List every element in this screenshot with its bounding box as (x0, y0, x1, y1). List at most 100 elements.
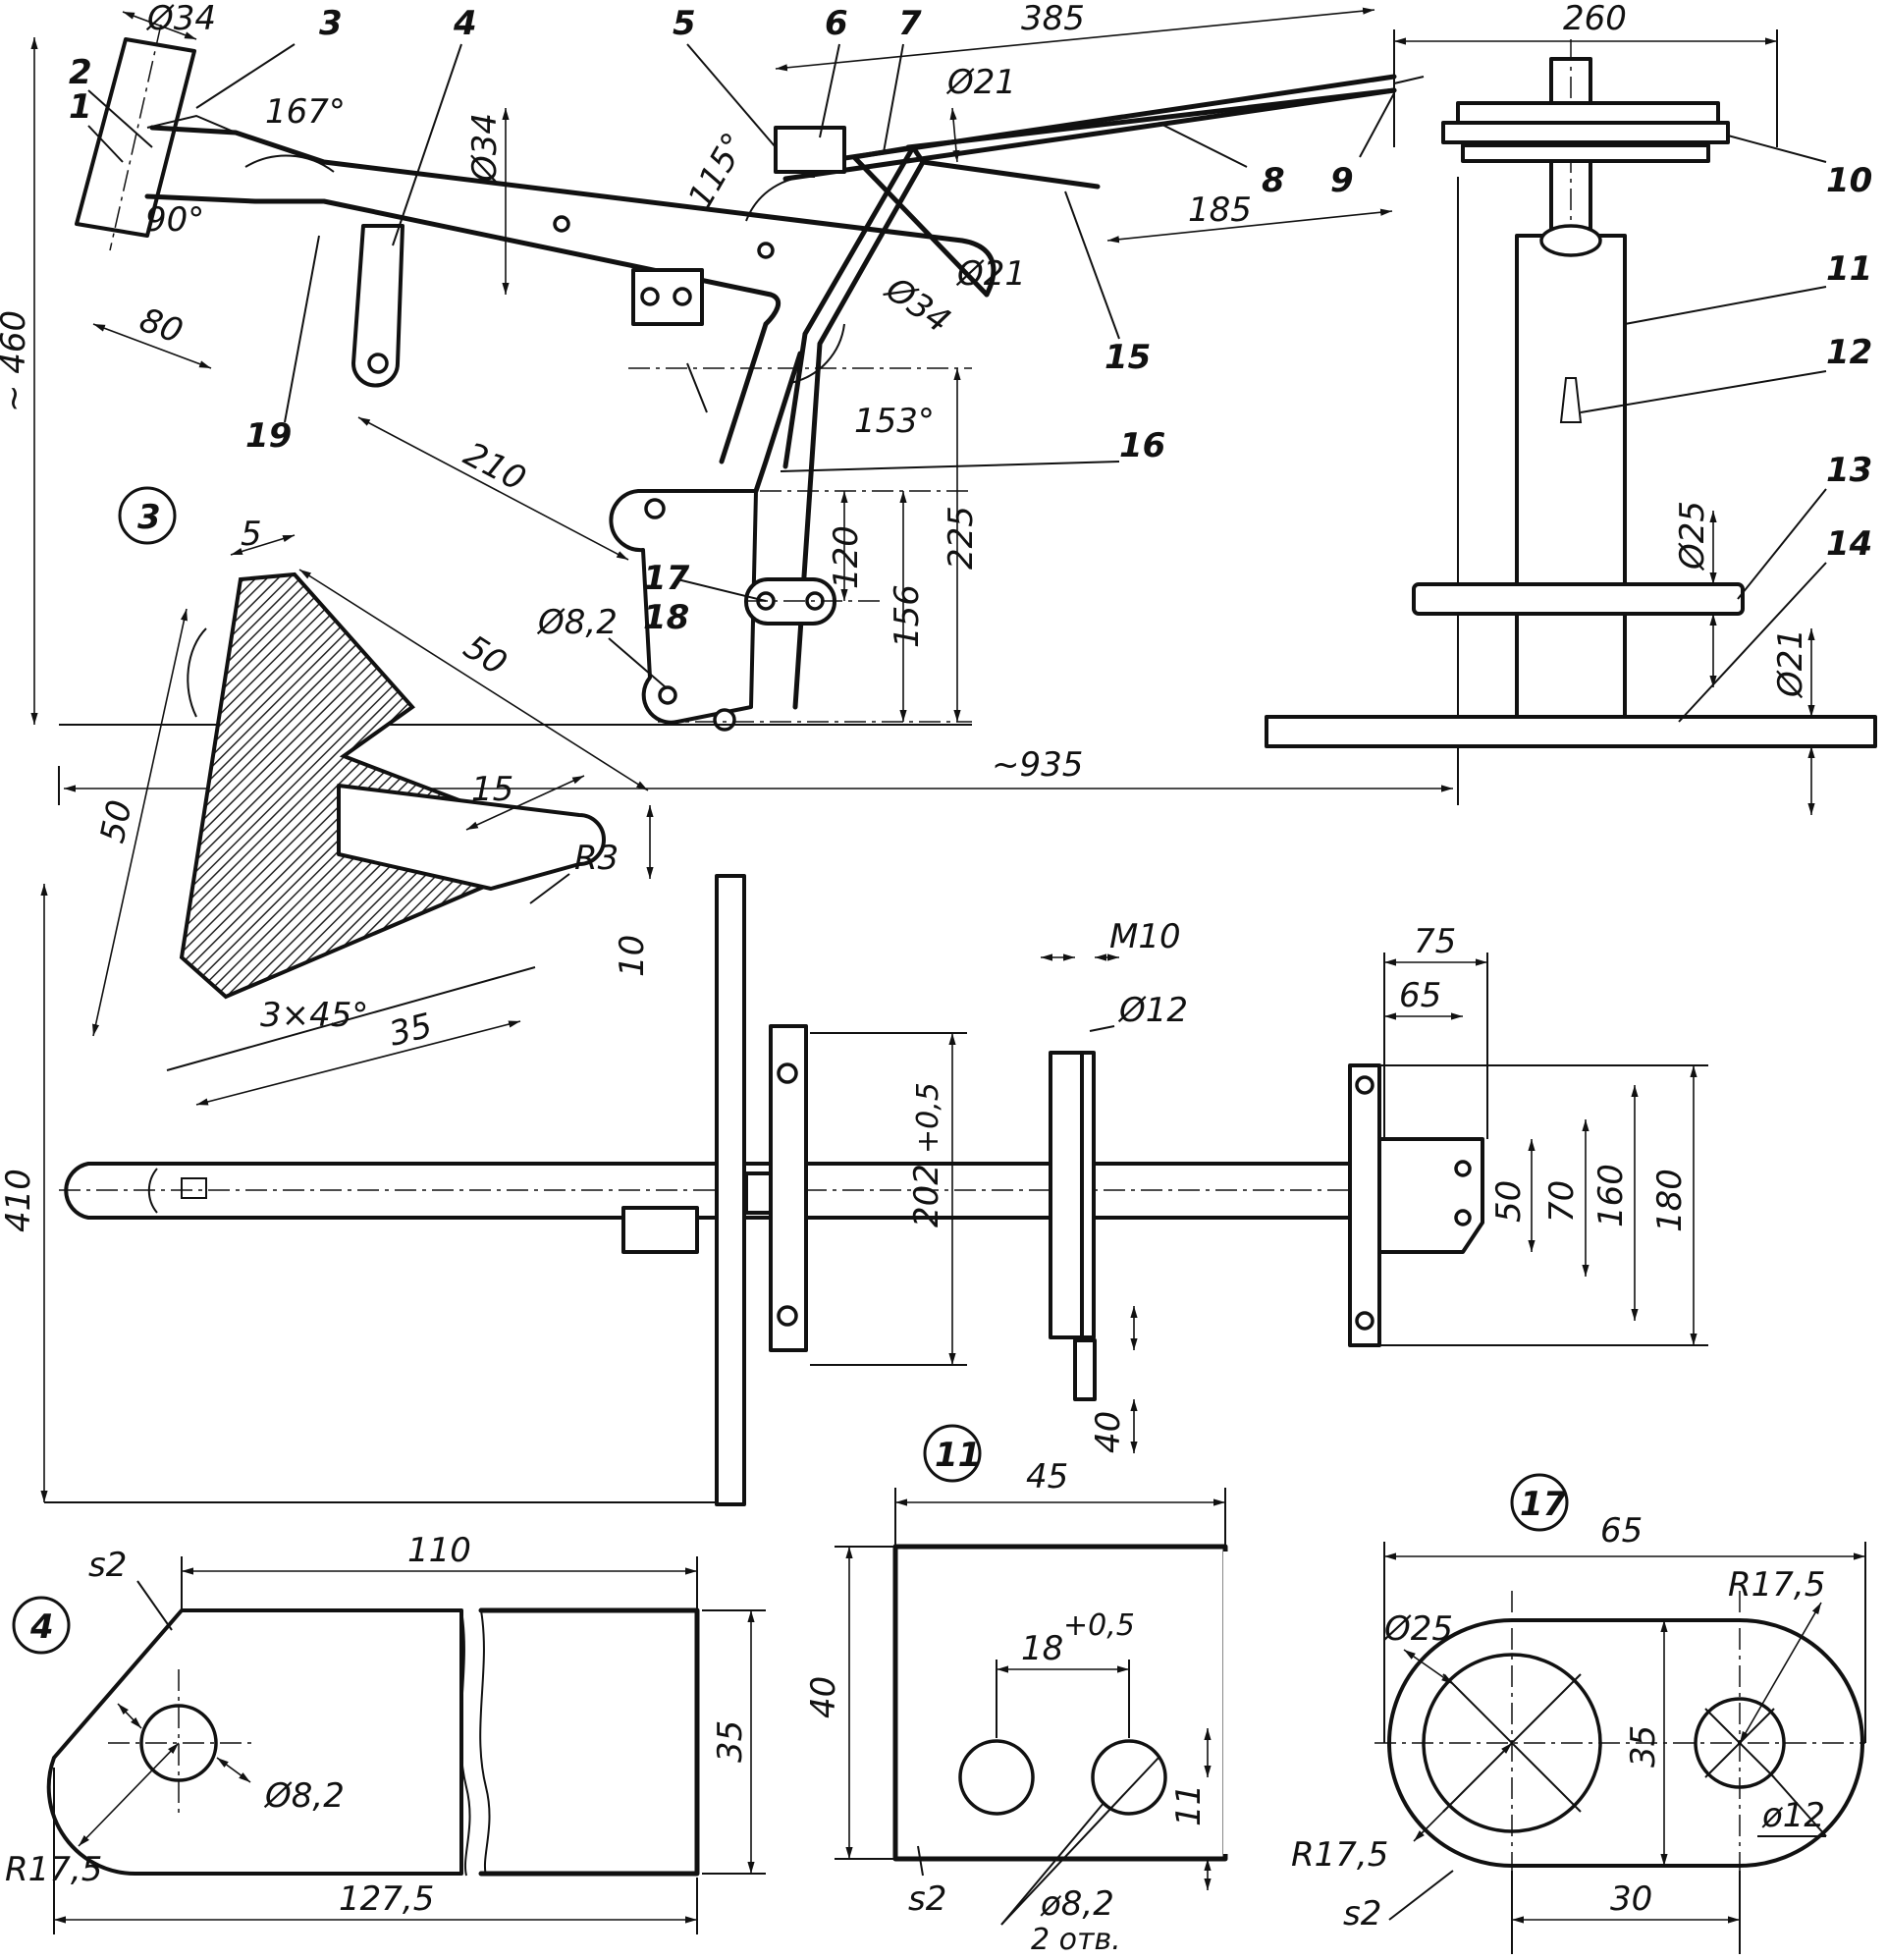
detail-label-11: 11 (935, 1436, 981, 1475)
callout-17: 17 (643, 559, 690, 598)
dim-M10: M10 (1109, 917, 1181, 956)
callout-3: 3 (319, 4, 343, 43)
callout-10: 10 (1826, 161, 1872, 200)
callout-8: 8 (1262, 161, 1285, 200)
frame-front-view: 260 Ø25 Ø21 10 11 12 13 14 (1265, 0, 1877, 815)
callout-6: 6 (825, 4, 848, 43)
frame-top-view: 410 202 +0,5 M10 Ø12 40 75 65 50 70 160 … (0, 874, 1708, 1506)
detail11-hole-a (958, 1739, 1035, 1816)
dim-460: ~ 460 (0, 310, 33, 412)
dim-d11-18-tol: +0,5 (1063, 1608, 1135, 1643)
top-rear-plate (1348, 1063, 1381, 1347)
dim-d3-R3: R3 (574, 839, 619, 878)
detail-label-17: 17 (1520, 1485, 1567, 1524)
dim-80: 80 (135, 300, 188, 352)
dim-phi25-front: Ø25 (1673, 501, 1712, 572)
callout-7: 7 (898, 4, 922, 43)
dim-d11-phi8-2: ø8,2 (1040, 1884, 1114, 1924)
dim-d4-s2: s2 (88, 1546, 127, 1585)
dim-d17-30: 30 (1610, 1879, 1652, 1919)
top-rear-bracket (1377, 1137, 1484, 1254)
dim-phi21-front: Ø21 (1771, 628, 1810, 699)
dim-d4-35: 35 (711, 1720, 750, 1763)
bracket-4 (351, 224, 404, 388)
dim-90: 90° (145, 200, 204, 240)
dim-50-top: 50 (1489, 1180, 1529, 1223)
callout-18: 18 (643, 598, 689, 637)
front-down-tube (1515, 234, 1627, 729)
callout-12: 12 (1826, 333, 1872, 372)
dim-phi34-a: Ø34 (145, 0, 216, 38)
detail-marker-11 (923, 1424, 982, 1483)
detail-3: 3 5 50 50 15 R3 10 3×45° 35 (92, 486, 654, 1106)
dim-d17-R17-5b: R17,5 (1291, 1835, 1388, 1875)
dim-d4-127-5: 127,5 (339, 1879, 434, 1919)
detail-4: 4 110 s2 35 Ø8,2 R17,5 127,5 (5, 1531, 766, 1934)
dim-d17-phi25: Ø25 (1382, 1609, 1453, 1649)
dim-d17-phi12: ø12 (1761, 1796, 1825, 1835)
detail-17: 17 65 Ø25 R17,5 35 ø12 R17,5 s2 30 (1291, 1473, 1866, 1954)
detail-marker-3 (118, 486, 177, 545)
dim-phi21-b: Ø21 (955, 254, 1026, 294)
dim-phi8-2: Ø8,2 (536, 603, 618, 642)
top-link-plan (1049, 1051, 1084, 1339)
top-tube (144, 125, 997, 327)
dim-d11-45: 45 (1026, 1457, 1068, 1497)
dim-d3-15: 15 (471, 770, 513, 809)
dim-d3-50a: 50 (93, 796, 140, 846)
detail-label-4: 4 (29, 1607, 54, 1647)
rear-stay-lower (905, 87, 1397, 190)
detail11-plate (892, 1544, 1228, 1862)
dim-40-top: 40 (1089, 1411, 1128, 1453)
dim-d11-s2: s2 (908, 1879, 946, 1919)
dim-167: 167° (265, 92, 346, 132)
detail-marker-4 (12, 1596, 71, 1655)
dim-d11-2holes: 2 отв. (1031, 1923, 1121, 1957)
callout-15: 15 (1105, 338, 1151, 377)
dim-260: 260 (1563, 0, 1627, 38)
dim-156: 156 (888, 584, 927, 648)
dim-d4-phi8-2: Ø8,2 (263, 1776, 345, 1816)
dim-120: 120 (827, 525, 866, 589)
callout-11: 11 (1826, 249, 1872, 289)
dim-410: 410 (0, 1169, 38, 1232)
dim-d11-40: 40 (804, 1676, 843, 1718)
dim-385: 385 (1021, 0, 1085, 38)
seat-bracket (774, 126, 846, 174)
dim-d11-18: 18 (1021, 1629, 1063, 1668)
dim-phi21-a: Ø21 (945, 63, 1016, 102)
dim-202: 202 (907, 1164, 946, 1227)
dim-d17-35: 35 (1624, 1725, 1663, 1768)
dim-d4-110: 110 (407, 1531, 471, 1570)
front-bracket-middle (1441, 121, 1730, 144)
front-base-bar-14 (1265, 715, 1877, 748)
dim-70: 70 (1542, 1180, 1582, 1223)
dim-115: 115° (680, 127, 755, 216)
dim-d17-R17-5a: R17,5 (1728, 1565, 1825, 1605)
callout-4: 4 (453, 4, 477, 43)
dim-75: 75 (1414, 922, 1456, 961)
detail-marker-17 (1510, 1473, 1569, 1532)
top-crossbar-plan (715, 874, 746, 1506)
dim-d3-35: 35 (386, 1006, 437, 1054)
detail11-hole-b (1091, 1739, 1167, 1816)
dim-935: ~935 (992, 745, 1083, 785)
down-tube (719, 154, 990, 494)
dim-160: 160 (1591, 1164, 1631, 1227)
dim-202-tol: +0,5 (911, 1082, 945, 1154)
callout-19: 19 (245, 416, 292, 456)
dim-65-top: 65 (1399, 976, 1441, 1015)
frame-side-view (75, 24, 1425, 732)
dim-d11-11: 11 (1169, 1784, 1209, 1826)
part-callouts-side: 1 2 3 4 5 6 7 8 9 15 16 17 18 19 (69, 4, 1395, 637)
dim-phi34-c: Ø34 (877, 268, 957, 341)
callout-2: 2 (69, 53, 92, 92)
dim-d17-s2: s2 (1343, 1894, 1381, 1933)
detail4-plate (46, 1608, 463, 1877)
dim-d3-5: 5 (241, 515, 262, 554)
callout-14: 14 (1826, 524, 1872, 564)
front-bracket-lower (1461, 143, 1710, 163)
dim-phi34-b: Ø34 (465, 113, 505, 184)
callout-1: 1 (69, 87, 92, 127)
